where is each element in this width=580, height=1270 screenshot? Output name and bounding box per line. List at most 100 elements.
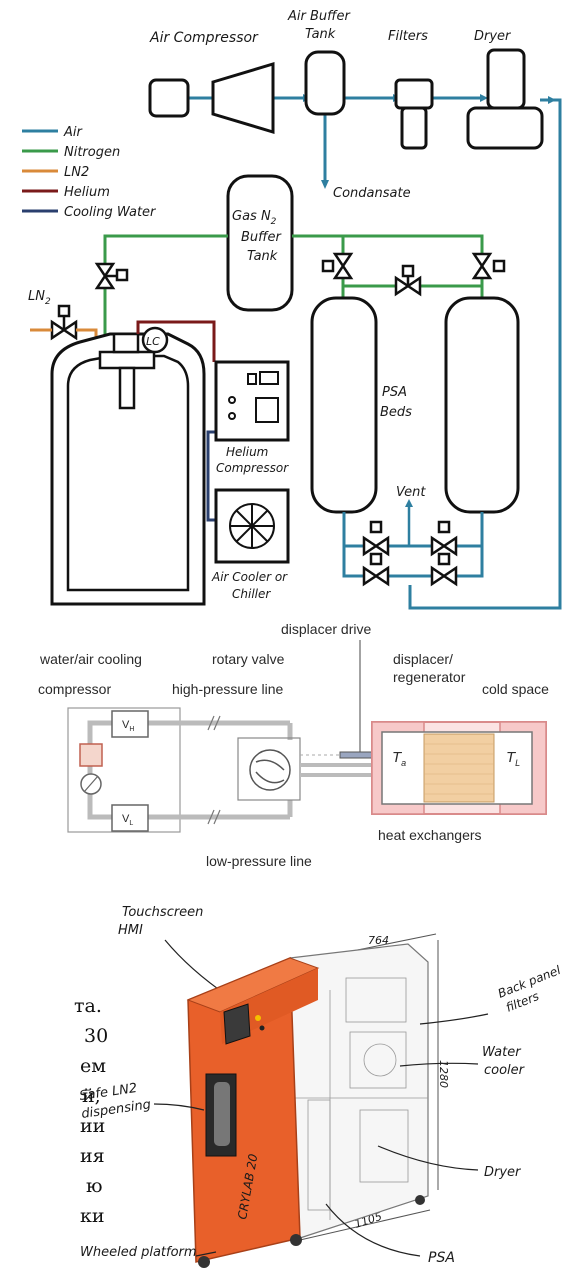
label-gas-tank: Tank <box>247 249 278 264</box>
label-beds: Beds <box>380 405 412 420</box>
cropped-body-text: та. 30 ем й, ии ия ю ки <box>74 995 108 1227</box>
legend: Air Nitrogen LN2 Helium Cooling Water <box>22 125 157 220</box>
text-line: та. <box>74 995 102 1017</box>
helium-line <box>136 320 216 362</box>
rotary-valve-box <box>237 737 301 801</box>
label-vent: Vent <box>396 485 426 500</box>
air-arrow <box>480 94 488 102</box>
text-line: ки <box>80 1205 105 1227</box>
label-ta: Ta <box>392 749 406 768</box>
valve-icon <box>332 252 354 269</box>
dim-height: 1280 <box>437 1060 450 1088</box>
label-psa-callout: PSA <box>428 1250 455 1266</box>
label-regenerator: regenerator <box>393 669 466 685</box>
psa-bed-left <box>310 296 378 514</box>
line-break-marks <box>207 715 221 825</box>
valve-icon <box>430 565 447 587</box>
legend-label-nitrogen: Nitrogen <box>64 145 120 160</box>
label-cold-space: cold space <box>482 681 549 697</box>
cooling-water-line <box>206 430 216 522</box>
label-hmi: HMI <box>118 923 143 938</box>
valve-icon <box>430 535 447 557</box>
label-air-cooler: Air Cooler or <box>211 570 288 584</box>
dryer <box>486 48 526 110</box>
valve-icon <box>362 535 379 557</box>
fan-icon <box>229 503 275 549</box>
machine-illustration: Touchscreen HMI 764 1280 1105 <box>78 905 563 1268</box>
dim-depth-line <box>299 1209 431 1241</box>
indicator-light <box>255 1015 261 1021</box>
label-wheeled-platform: Wheeled platform <box>80 1245 197 1260</box>
air-buffer-tank <box>304 50 346 116</box>
air-compressor-motor <box>148 78 190 118</box>
dryer-base <box>466 106 544 150</box>
lc-gauge <box>141 326 169 354</box>
vh-reservoir <box>111 710 149 738</box>
label-displacer-drive: displacer drive <box>281 621 371 637</box>
label-water: Water <box>482 1045 522 1060</box>
dewar-icon <box>214 1082 230 1146</box>
label-ln2-inlet: LN2 <box>28 289 51 307</box>
wheel-icon <box>290 1234 302 1246</box>
label-psa: PSA <box>382 385 407 400</box>
dim-width: 764 <box>368 934 389 947</box>
air-compressor <box>211 61 275 135</box>
legend-label-air: Air <box>63 125 84 140</box>
psa-bed-right <box>444 296 520 514</box>
cold-finger <box>118 366 136 410</box>
label-water-cooler: cooler <box>484 1063 526 1078</box>
label-water-air-cooling: water/air cooling <box>39 651 142 667</box>
vent-arrow <box>405 499 413 507</box>
label-tl: TL <box>506 749 520 768</box>
label-air-compressor: Air Compressor <box>149 30 259 46</box>
filters-housing <box>400 106 428 150</box>
label-low-pressure-line: low-pressure line <box>206 853 312 869</box>
label-compressor: compressor <box>38 681 111 697</box>
label-chiller: Chiller <box>232 587 271 601</box>
valve-icon <box>94 262 116 279</box>
label-vl: VL <box>122 813 133 827</box>
label-dryer-callout: Dryer <box>484 1165 522 1180</box>
gas-n2-buffer-tank <box>226 174 294 312</box>
label-filters: Filters <box>388 29 428 44</box>
heat-exchanger-icon <box>79 743 103 767</box>
valve-icon <box>362 565 379 587</box>
wheel-icon <box>198 1256 210 1268</box>
label-lc: LC <box>146 335 160 348</box>
label-dryer: Dryer <box>474 29 512 44</box>
dewar-outer <box>50 332 206 606</box>
label-air-buffer-1: Air Buffer <box>287 9 352 24</box>
nitrogen-liquefier-diagram: Air Nitrogen LN2 Helium Cooling Water Ai… <box>22 9 562 610</box>
filters <box>394 78 434 110</box>
legend-label-helium: Helium <box>64 185 110 200</box>
text-line: ю <box>86 1175 103 1197</box>
legend-label-cooling-water: Cooling Water <box>64 205 157 220</box>
wheel-icon <box>415 1195 425 1205</box>
label-vh: VH <box>122 719 134 733</box>
label-air-buffer-2: Tank <box>305 27 336 42</box>
label-touchscreen: Touchscreen <box>122 905 203 920</box>
label-heat-exchangers: heat exchangers <box>378 827 482 843</box>
condensate-arrow <box>321 180 329 189</box>
label-gas-n2: Gas N2 <box>232 209 277 227</box>
dewar-head <box>98 350 156 370</box>
text-line: 30 <box>84 1025 108 1047</box>
legend-label-ln2: LN2 <box>64 165 89 180</box>
label-helium: Helium <box>226 445 268 459</box>
label-rotary-valve: rotary valve <box>212 651 285 667</box>
compressor-box <box>67 707 181 833</box>
cryocooler-diagram: displacer drive water/air cooling rotary… <box>38 621 549 869</box>
text-line: ем <box>80 1055 106 1077</box>
ln2-valve <box>50 304 78 341</box>
internal-components <box>292 977 428 1220</box>
label-condensate: Condansate <box>333 186 411 201</box>
label-high-pressure-line: high-pressure line <box>172 681 283 697</box>
text-line: й, <box>82 1085 101 1107</box>
valves <box>94 252 506 297</box>
text-line: ия <box>80 1145 105 1167</box>
manifold-valves <box>362 520 458 587</box>
valve-icon <box>471 252 493 269</box>
valve-icon <box>394 275 411 297</box>
cold-head <box>112 332 140 354</box>
valve-icon <box>94 273 116 290</box>
